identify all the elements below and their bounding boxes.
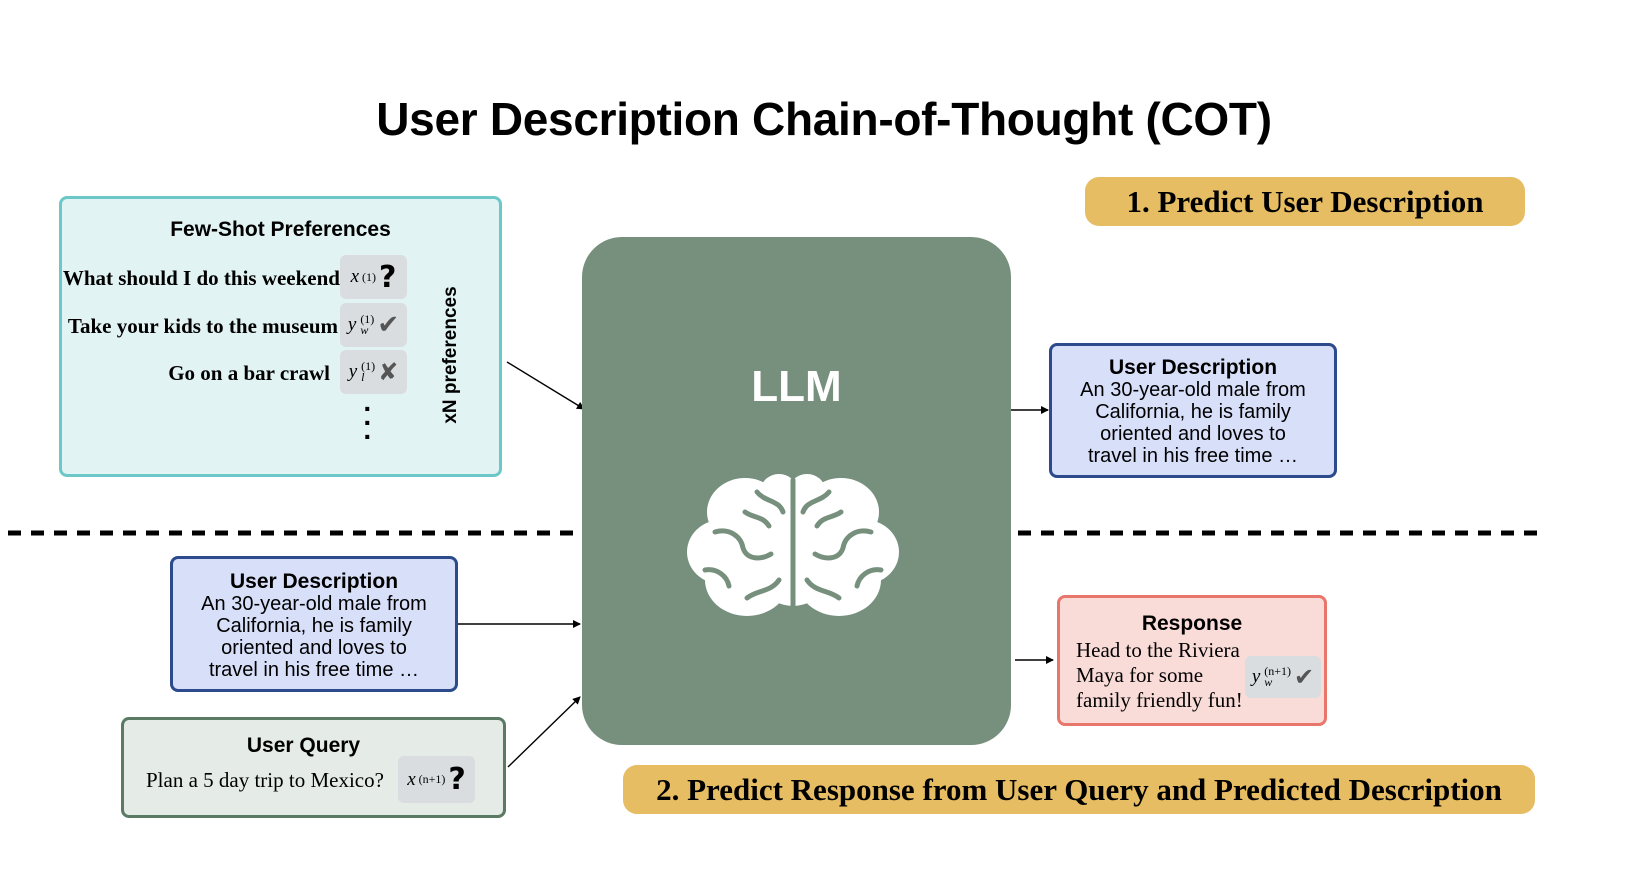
user-query-text: Plan a 5 day trip to Mexico? xyxy=(146,768,384,792)
response-line-2: Maya for some xyxy=(1076,663,1204,687)
brain-icon xyxy=(687,474,899,617)
user-description-input-box xyxy=(170,556,458,692)
output-line-1: An 30-year-old male from xyxy=(1080,379,1306,401)
check-icon: ✔ xyxy=(377,310,400,340)
rejected-sup: (1) xyxy=(361,359,376,373)
output-line-3: oriented and loves to xyxy=(1100,423,1286,445)
user-query-var: x xyxy=(407,768,416,790)
bracket-label: xN preferences xyxy=(440,286,461,424)
response-line-3: family friendly fun! xyxy=(1076,688,1243,712)
question-icon: ? xyxy=(448,762,466,797)
user-description-output-title: User Description xyxy=(1108,356,1278,379)
query-sup: (1) xyxy=(362,269,377,284)
user-query-sup: (n+1) xyxy=(418,772,446,786)
response-text: Head to the Riviera Maya for some family… xyxy=(1076,638,1243,713)
chosen-sub: w xyxy=(360,323,369,337)
input-line-1: An 30-year-old male from xyxy=(201,593,427,615)
output-line-4: travel in his free time … xyxy=(1087,445,1299,467)
query-var: x xyxy=(350,266,360,287)
response-var: y xyxy=(1251,666,1261,687)
response-line-1: Head to the Riviera xyxy=(1076,638,1240,662)
chosen-var: y xyxy=(347,314,357,335)
chosen-sup: (1) xyxy=(360,312,375,326)
user-description-input-text: An 30-year-old male from California, he … xyxy=(170,593,458,681)
step1-banner: 1. Predict User Description xyxy=(1085,177,1525,226)
ellipsis-dots-icon: ··· xyxy=(363,393,373,452)
output-line-2: California, he is family xyxy=(1095,401,1291,423)
response-sub: w xyxy=(1264,675,1273,689)
preference-row-query: What should I do this weekend xyxy=(62,266,340,290)
arrow-query-to-llm xyxy=(507,696,581,768)
preference-row-chosen: Take your kids to the museum xyxy=(67,314,338,338)
rejected-tag: y(1)l ✘ xyxy=(340,350,407,394)
few-shot-title: Few-Shot Preferences xyxy=(170,218,391,241)
input-line-4: travel in his free time … xyxy=(208,659,420,681)
arrow-fewshot-to-llm xyxy=(506,361,585,410)
user-query-tag: x(n+1) ? xyxy=(398,756,475,803)
response-sup: (n+1) xyxy=(1264,664,1292,678)
chosen-tag: y(1)w ✔ xyxy=(340,303,407,347)
check-icon: ✔ xyxy=(1294,663,1315,691)
few-shot-preferences-box xyxy=(59,196,502,477)
user-description-output-text: An 30-year-old male from California, he … xyxy=(1049,379,1337,467)
response-title: Response xyxy=(1141,612,1243,635)
cross-icon: ✘ xyxy=(378,358,399,386)
input-line-3: oriented and loves to xyxy=(221,637,407,659)
preference-row-rejected: Go on a bar crawl xyxy=(168,361,330,385)
response-tag: y(n+1)w ✔ xyxy=(1245,656,1321,698)
step2-banner: 2. Predict Response from User Query and … xyxy=(623,765,1535,814)
user-description-output-box xyxy=(1049,343,1337,478)
question-icon: ? xyxy=(379,259,397,295)
input-line-2: California, he is family xyxy=(216,615,412,637)
rejected-sub: l xyxy=(361,370,365,384)
user-query-title: User Query xyxy=(246,734,361,757)
user-description-input-title: User Description xyxy=(229,570,399,593)
diagram-title: User Description Chain-of-Thought (COT) xyxy=(376,93,1272,145)
query-tag: x(1) ? xyxy=(340,255,407,299)
rejected-var: y xyxy=(348,361,358,382)
llm-label: LLM xyxy=(751,362,842,411)
